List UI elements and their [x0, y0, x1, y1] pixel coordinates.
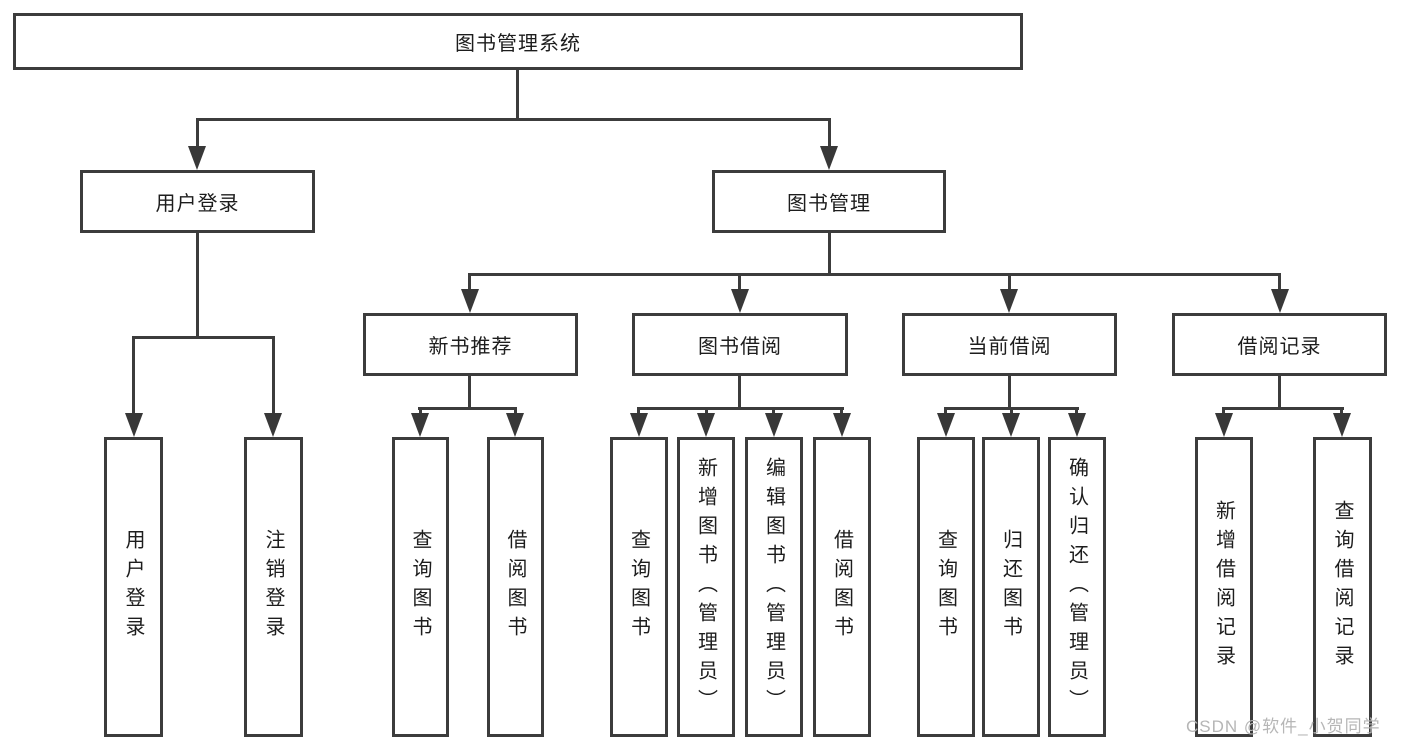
leaf-recommend-query-books: 查询图书 [392, 437, 449, 737]
connector-line [1008, 376, 1011, 409]
arrow-down-icon [630, 413, 648, 437]
connector-line [738, 376, 741, 409]
node-book-borrowing: 图书借阅 [632, 313, 848, 376]
connector-line [738, 273, 741, 291]
connector-line [468, 376, 471, 409]
arrow-down-icon [937, 413, 955, 437]
connector-line [196, 118, 199, 148]
connector-line [1222, 407, 1225, 417]
connector-line [1278, 273, 1281, 291]
connector-line [1222, 407, 1344, 410]
connector-line [196, 118, 831, 121]
connector-line [705, 407, 708, 417]
leaf-confirm-return-admin: 确认归还（管理员） [1048, 437, 1106, 737]
connector-line [516, 69, 519, 121]
node-new-book-recommendation: 新书推荐 [363, 313, 578, 376]
arrow-down-icon [264, 413, 282, 437]
connector-line [637, 407, 844, 410]
arrow-down-icon [820, 146, 838, 170]
arrow-down-icon [833, 413, 851, 437]
leaf-add-borrow-record: 新增借阅记录 [1195, 437, 1253, 737]
connector-line [1340, 407, 1343, 417]
arrow-down-icon [697, 413, 715, 437]
arrow-down-icon [731, 289, 749, 313]
arrow-down-icon [125, 413, 143, 437]
connector-line [196, 233, 199, 338]
connector-line [514, 407, 517, 417]
connector-line [132, 336, 135, 415]
arrow-down-icon [1068, 413, 1086, 437]
connector-line [840, 407, 843, 417]
arrow-down-icon [188, 146, 206, 170]
connector-line [468, 273, 471, 291]
connector-line [132, 336, 275, 339]
node-user-login: 用户登录 [80, 170, 315, 233]
leaf-query-borrow-record: 查询借阅记录 [1313, 437, 1372, 737]
arrow-down-icon [1271, 289, 1289, 313]
connector-line [637, 407, 640, 417]
arrow-down-icon [1215, 413, 1233, 437]
leaf-recommend-borrow-books: 借阅图书 [487, 437, 544, 737]
arrow-down-icon [1333, 413, 1351, 437]
arrow-down-icon [506, 413, 524, 437]
connector-line [1008, 273, 1011, 291]
node-current-borrowing: 当前借阅 [902, 313, 1117, 376]
connector-line [419, 407, 422, 417]
leaf-return-books: 归还图书 [982, 437, 1040, 737]
connector-line [1010, 407, 1013, 417]
leaf-borrowing-query-books: 查询图书 [610, 437, 668, 737]
leaf-user-login: 用户登录 [104, 437, 163, 737]
arrow-down-icon [461, 289, 479, 313]
connector-line [772, 407, 775, 417]
arrow-down-icon [1002, 413, 1020, 437]
connector-line [1278, 376, 1281, 409]
node-book-management: 图书管理 [712, 170, 946, 233]
arrow-down-icon [1000, 289, 1018, 313]
arrow-down-icon [765, 413, 783, 437]
leaf-logout: 注销登录 [244, 437, 303, 737]
node-library-management-system: 图书管理系统 [13, 13, 1023, 70]
connector-line [828, 233, 831, 275]
connector-line [418, 407, 517, 410]
leaf-add-books-admin: 新增图书（管理员） [677, 437, 735, 737]
leaf-borrowing-borrow-books: 借阅图书 [813, 437, 871, 737]
connector-line [828, 118, 831, 148]
connector-line [944, 407, 947, 417]
leaf-edit-books-admin: 编辑图书（管理员） [745, 437, 803, 737]
arrow-down-icon [411, 413, 429, 437]
connector-line [272, 336, 275, 415]
csdn-watermark: CSDN @软件_小贺同学 [1186, 717, 1381, 736]
connector-line [468, 273, 1281, 276]
node-borrowing-records: 借阅记录 [1172, 313, 1387, 376]
connector-line [1075, 407, 1078, 417]
leaf-current-query-books: 查询图书 [917, 437, 975, 737]
